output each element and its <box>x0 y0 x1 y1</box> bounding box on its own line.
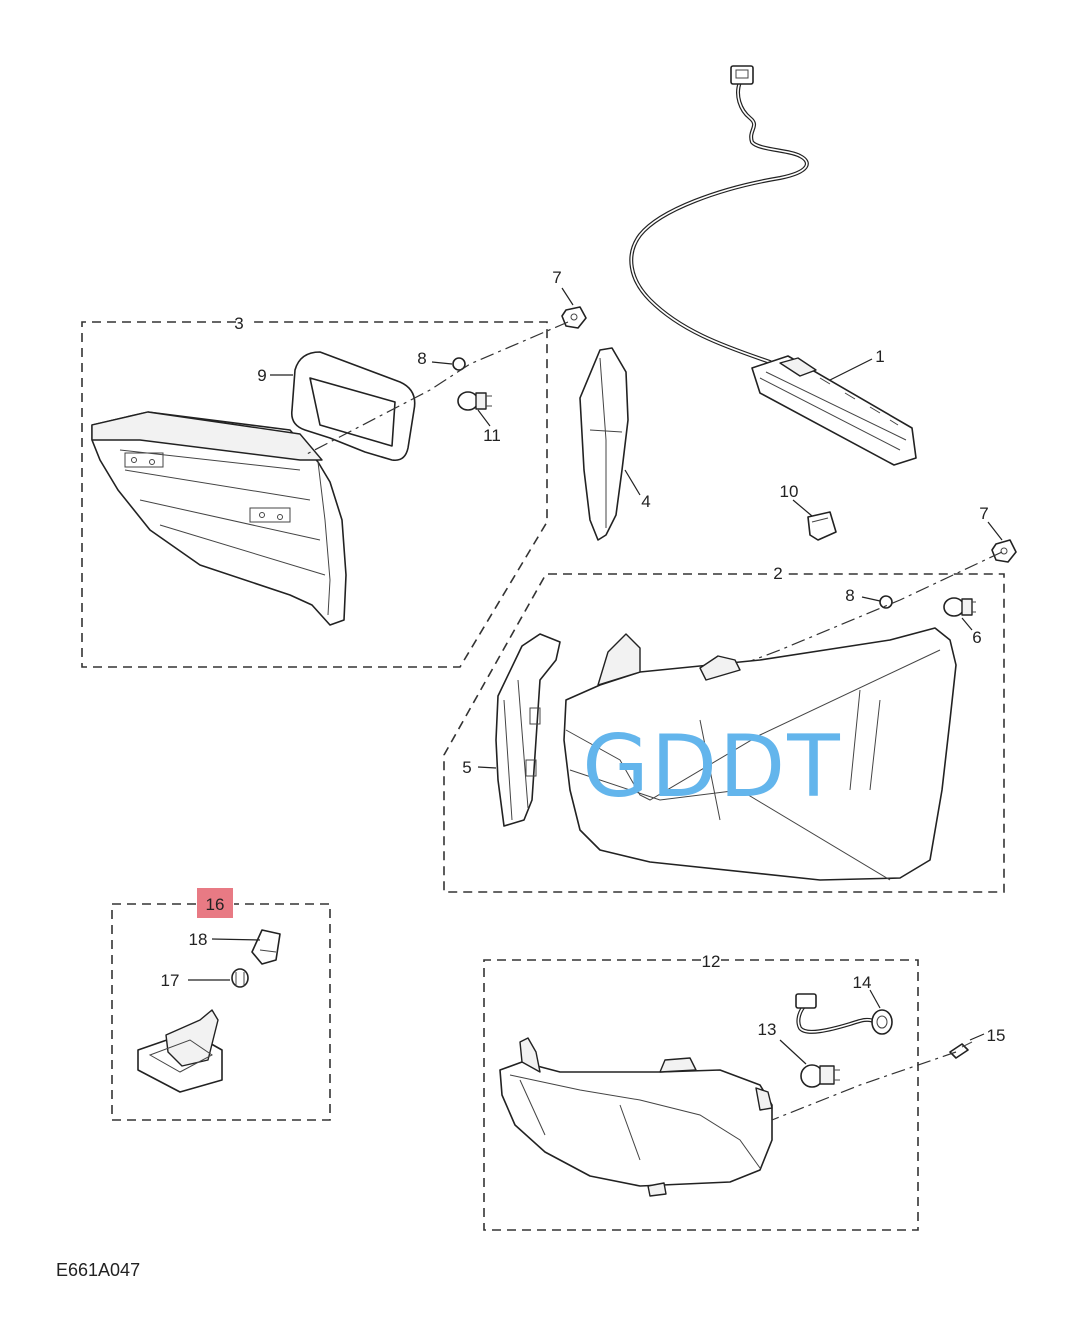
washer-8-upper <box>452 357 466 371</box>
clip-10 <box>807 511 837 541</box>
screw-15 <box>949 1041 973 1059</box>
callout-6[interactable]: 6 <box>972 628 981 647</box>
callout-14[interactable]: 14 <box>853 973 872 992</box>
callout-16[interactable]: 16 <box>206 895 225 914</box>
callout-15[interactable]: 15 <box>987 1026 1006 1045</box>
callout-4[interactable]: 4 <box>641 492 650 511</box>
side-bracket-5 <box>495 633 561 827</box>
group-16-box <box>111 903 331 1121</box>
callout-1[interactable]: 1 <box>875 347 884 366</box>
callout-8-lower[interactable]: 8 <box>845 586 854 605</box>
callout-8-upper[interactable]: 8 <box>417 349 426 368</box>
callout-13[interactable]: 13 <box>758 1020 777 1039</box>
callout-17[interactable]: 17 <box>161 971 180 990</box>
outer-tail-lamp <box>563 627 957 881</box>
group-12-box <box>483 959 919 1231</box>
lamp-gasket-9 <box>290 351 416 462</box>
bulb-6 <box>943 597 976 617</box>
trim-panel-4 <box>579 347 629 541</box>
callout-2[interactable]: 2 <box>773 564 782 583</box>
callout-16-highlight <box>197 888 233 918</box>
callout-9[interactable]: 9 <box>257 366 266 385</box>
bulb-18 <box>251 929 281 965</box>
washer-8-lower <box>879 595 893 609</box>
rear-fog-lamp <box>499 1037 773 1197</box>
callout-18[interactable]: 18 <box>189 930 208 949</box>
diagram-reference-code: E661A047 <box>56 1260 140 1280</box>
callout-3[interactable]: 3 <box>234 314 243 333</box>
bulb-17 <box>231 968 249 988</box>
bulb-13 <box>800 1064 840 1088</box>
high-mount-stop-lamp <box>751 355 917 466</box>
callout-7-upper[interactable]: 7 <box>552 268 561 287</box>
bulb-11 <box>457 391 492 411</box>
watermark-text: GDDT <box>582 717 842 817</box>
nut-7-upper <box>561 306 587 329</box>
wiring-harness-1 <box>629 65 809 364</box>
callout-7-lower[interactable]: 7 <box>979 504 988 523</box>
group-3-box <box>81 321 548 668</box>
callout-11[interactable]: 11 <box>483 426 501 445</box>
licence-plate-lamp <box>137 1009 223 1093</box>
callout-12[interactable]: 12 <box>702 952 721 971</box>
bulb-holder-harness-14 <box>795 993 893 1035</box>
callout-5[interactable]: 5 <box>462 758 471 777</box>
inner-tail-lamp <box>91 411 347 626</box>
group-2-box <box>443 573 1005 893</box>
callout-10[interactable]: 10 <box>780 482 799 501</box>
nut-7-lower <box>991 539 1017 563</box>
